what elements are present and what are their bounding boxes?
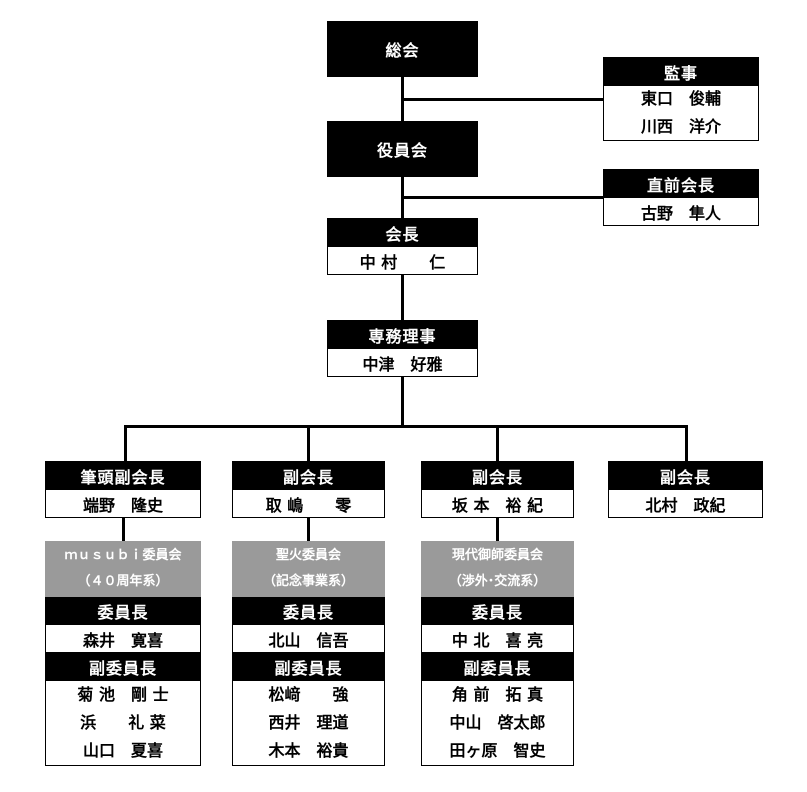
line-branch-vp3 — [496, 425, 499, 462]
vice-president-header: 副会長 — [608, 461, 763, 490]
line-to-auditors — [402, 98, 604, 101]
vice-president-header: 副会長 — [232, 461, 385, 490]
committee-vice-name: 木本 裕貴 — [268, 741, 349, 760]
vice-president-name-cell: 北村 政紀 — [608, 489, 763, 518]
committee-vice-name: 西井 理道 — [268, 713, 349, 732]
president-header: 会長 — [327, 218, 478, 247]
committee-chair-header: 委員長 — [45, 597, 201, 625]
committee-vice-name: 松﨑 強 — [268, 685, 349, 704]
vice-president-name: 坂 本 裕 紀 — [451, 495, 544, 515]
vice-president-name: 取 嶋 零 — [265, 495, 352, 515]
board-title: 役員会 — [376, 141, 428, 160]
committee-vice-title: 副委員長 — [88, 659, 157, 678]
president-name-cell: 中 村 仁 — [327, 246, 478, 275]
vice-president-name-cell: 端野 隆史 — [45, 489, 201, 518]
committee-vice-name: 中山 啓太郎 — [449, 713, 546, 732]
committee-chair-title: 委員長 — [97, 603, 149, 622]
committee-vice-title: 副委員長 — [463, 659, 532, 678]
executive-director-name: 中津 好雅 — [362, 354, 443, 374]
executive-director-name-cell: 中津 好雅 — [327, 348, 478, 377]
president-name: 中 村 仁 — [359, 252, 446, 272]
vice-president-title: 副会長 — [659, 467, 711, 487]
committee-chair-cell: 北山 信吾 — [232, 624, 385, 653]
line-branch-vp2 — [307, 425, 310, 462]
committee-name: 聖火委員会 — [275, 548, 341, 563]
committee-vice-list: 松﨑 強 西井 理道 木本 裕貴 — [232, 680, 385, 766]
executive-director-title: 専務理事 — [368, 326, 437, 346]
past-president-header: 直前会長 — [603, 169, 759, 198]
vice-president-name: 端野 隆史 — [82, 495, 163, 515]
vice-president-title: 副会長 — [282, 467, 334, 487]
committee-vice-list: 菊 池 剛 士 浜 礼 菜 山口 夏喜 — [45, 680, 201, 766]
auditors-members: 東口 俊輔 川西 洋介 — [603, 85, 759, 141]
general-assembly-title: 総会 — [385, 41, 420, 60]
committee-chair-name: 森井 寛喜 — [82, 630, 163, 650]
line-president-director — [401, 274, 404, 320]
line-branch-vp4 — [685, 425, 688, 462]
committee-vice-name: 菊 池 剛 士 — [77, 685, 169, 704]
committee-vice-title: 副委員長 — [274, 659, 343, 678]
board-box: 役員会 — [327, 121, 478, 177]
auditor-name: 東口 俊輔 — [640, 89, 721, 108]
line-vp1-committee — [122, 517, 125, 541]
auditor-name: 川西 洋介 — [640, 117, 721, 136]
committee-chair-title: 委員長 — [282, 603, 334, 622]
line-vp2-committee — [307, 517, 310, 541]
vice-president-title: 副会長 — [471, 467, 523, 487]
past-president-name-cell: 古野 隼人 — [603, 197, 759, 226]
committee-vice-header: 副委員長 — [232, 653, 385, 681]
committee-vice-header: 副委員長 — [45, 653, 201, 681]
vice-president-name-cell: 坂 本 裕 紀 — [421, 489, 574, 518]
committee-subtitle: （渉外･交流系） — [448, 574, 547, 589]
committee-name-box: ｍｕｓｕｂｉ委員会 （４０周年系） — [45, 541, 201, 597]
committee-name: ｍｕｓｕｂｉ委員会 — [64, 548, 182, 563]
auditors-header: 監事 — [603, 57, 759, 86]
line-horizontal-branch — [124, 425, 688, 428]
committee-vice-name: 角 前 拓 真 — [451, 685, 544, 704]
vice-president-header: 筆頭副会長 — [45, 461, 201, 490]
vice-president-header: 副会長 — [421, 461, 574, 490]
committee-chair-cell: 森井 寛喜 — [45, 624, 201, 653]
committee-chair-title: 委員長 — [471, 603, 523, 622]
committee-subtitle: （４０周年系） — [77, 574, 169, 589]
president-title: 会長 — [385, 224, 420, 244]
executive-director-header: 専務理事 — [327, 320, 478, 349]
committee-vice-name: 田ヶ原 智史 — [449, 741, 546, 760]
vice-president-name: 北村 政紀 — [645, 495, 726, 515]
committee-name-box: 聖火委員会 （記念事業系） — [232, 541, 385, 597]
committee-chair-name: 北山 信吾 — [268, 630, 349, 650]
committee-chair-header: 委員長 — [232, 597, 385, 625]
line-branch-vp1 — [124, 425, 127, 462]
vice-president-title: 筆頭副会長 — [80, 467, 166, 487]
past-president-title: 直前会長 — [646, 175, 715, 195]
line-director-branch — [401, 376, 404, 427]
committee-chair-name: 中 北 喜 亮 — [451, 630, 544, 650]
line-vp3-committee — [496, 517, 499, 541]
committee-chair-header: 委員長 — [421, 597, 574, 625]
vice-president-name-cell: 取 嶋 零 — [232, 489, 385, 518]
committee-chair-cell: 中 北 喜 亮 — [421, 624, 574, 653]
committee-vice-list: 角 前 拓 真 中山 啓太郎 田ヶ原 智史 — [421, 680, 574, 766]
committee-vice-name: 浜 礼 菜 — [80, 713, 166, 732]
past-president-name: 古野 隼人 — [640, 203, 721, 223]
committee-vice-header: 副委員長 — [421, 653, 574, 681]
committee-name-box: 現代御師委員会 （渉外･交流系） — [421, 541, 574, 597]
line-to-past-president — [402, 196, 604, 199]
committee-name: 現代御師委員会 — [451, 548, 543, 563]
committee-subtitle: （記念事業系） — [262, 574, 354, 589]
committee-vice-name: 山口 夏喜 — [82, 741, 163, 760]
general-assembly-box: 総会 — [327, 21, 478, 77]
auditors-title: 監事 — [663, 63, 698, 83]
